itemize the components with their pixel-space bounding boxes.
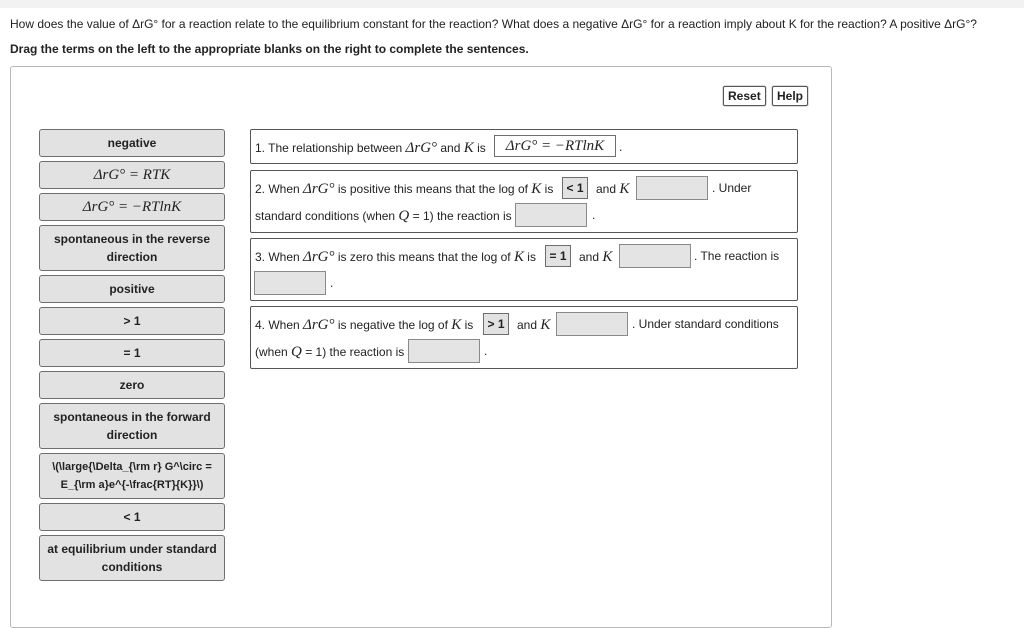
sentence-4-under: . Under standard conditions xyxy=(632,317,779,331)
and-word: and xyxy=(579,250,600,264)
delta-g-symbol: ΔrG° xyxy=(303,249,335,265)
tile-greater-than-1[interactable]: > 1 xyxy=(39,307,225,335)
tile-spontaneous-reverse[interactable]: spontaneous in the reverse direction xyxy=(39,225,225,271)
tile-less-than-1[interactable]: < 1 xyxy=(39,503,225,531)
sentence-2-part-g: = 1) the reaction is xyxy=(409,209,512,223)
sentence-1-filled-blank[interactable]: ΔrG° = −RTlnK xyxy=(494,135,616,157)
sentence-2-under: . Under xyxy=(712,181,752,195)
k-symbol: K xyxy=(463,140,474,156)
sentence-4-filled-blank[interactable]: > 1 xyxy=(483,313,509,335)
help-button[interactable]: Help xyxy=(772,86,809,106)
sentence-1-end: . xyxy=(619,140,623,154)
sentence-3-reaction-is: . The reaction is xyxy=(694,249,780,263)
tile-zero[interactable]: zero xyxy=(39,371,225,399)
sentence-3-end: . xyxy=(330,276,334,290)
tile-equation-rtk[interactable]: ΔrG° = RTK xyxy=(39,161,225,189)
reset-button[interactable]: Reset xyxy=(723,86,766,106)
sentence-4-blank-reaction[interactable] xyxy=(408,339,480,363)
sentence-1-part-a: 1. The relationship between xyxy=(255,141,406,155)
and-word: and xyxy=(596,182,617,196)
tile-equation-rtlnk[interactable]: ΔrG° = −RTlnK xyxy=(39,193,225,221)
sentence-2-text: 2. When ΔrG° is positive this means that… xyxy=(255,181,553,198)
sentence-2-part-f: standard conditions (when xyxy=(255,209,399,223)
sentence-3-part-c: is xyxy=(523,250,536,264)
sentence-3-box xyxy=(250,238,798,301)
sentence-4-part-f: (when xyxy=(255,345,292,359)
top-strip xyxy=(0,0,1024,8)
sentence-3-blank-k[interactable] xyxy=(619,244,691,268)
delta-g-symbol: ΔrG° xyxy=(303,317,335,333)
delta-g-symbol: ΔrG° xyxy=(405,140,438,156)
sentence-2-part-b: is positive this means that the log of xyxy=(334,182,532,196)
sentence-4-blank-k[interactable] xyxy=(556,312,628,336)
tile-positive[interactable]: positive xyxy=(39,275,225,303)
sentence-3-and: and K xyxy=(579,249,612,266)
sentence-2-end: . xyxy=(592,208,596,222)
delta-g-symbol: ΔrG° xyxy=(303,181,335,197)
sentence-2-blank-k[interactable] xyxy=(636,176,708,200)
tile-negative[interactable]: negative xyxy=(39,129,225,157)
tile-raw-latex[interactable]: \(\large{\Delta_{\rm r} G^\circ = E_{\rm… xyxy=(39,453,225,499)
k-symbol: K xyxy=(513,249,524,265)
sentence-4-part-c: is xyxy=(461,318,474,332)
sentence-1-part-c: is xyxy=(473,141,486,155)
question-text: How does the value of ΔrG° for a reactio… xyxy=(10,17,977,31)
sentence-3-blank-reaction[interactable] xyxy=(254,271,326,295)
sentence-4-line2: (when Q = 1) the reaction is xyxy=(255,344,404,361)
sentence-3-part-a: 3. When xyxy=(255,250,304,264)
sentence-3-filled-blank[interactable]: = 1 xyxy=(545,245,571,267)
sentence-3-text: 3. When ΔrG° is zero this means that the… xyxy=(255,249,536,266)
sentence-4-box xyxy=(250,306,798,369)
sentence-4-part-a: 4. When xyxy=(255,318,304,332)
and-word: and xyxy=(517,318,538,332)
sentence-4-text: 4. When ΔrG° is negative the log of K is xyxy=(255,317,473,334)
k-symbol: K xyxy=(451,317,462,333)
sentence-2-part-a: 2. When xyxy=(255,182,304,196)
k-symbol: K xyxy=(540,317,551,333)
sentence-4-part-g: = 1) the reaction is xyxy=(301,345,405,359)
sentence-2-and: and K xyxy=(596,181,629,198)
instruction-text: Drag the terms on the left to the approp… xyxy=(10,42,529,56)
sentence-4-end: . xyxy=(484,344,488,358)
sentence-2-line2: standard conditions (when Q = 1) the rea… xyxy=(255,208,512,225)
sentence-2-part-c: is xyxy=(541,182,554,196)
sentence-1-text: 1. The relationship between ΔrG° and K i… xyxy=(255,140,486,157)
k-symbol: K xyxy=(619,181,630,197)
tile-at-equilibrium[interactable]: at equilibrium under standard conditions xyxy=(39,535,225,581)
q-symbol: Q xyxy=(291,344,302,360)
sentence-1-part-b: and xyxy=(437,141,464,155)
sentence-4-and: and K xyxy=(517,317,550,334)
sentence-2-blank-reaction[interactable] xyxy=(515,203,587,227)
sentence-2-filled-blank[interactable]: < 1 xyxy=(562,177,588,199)
sentence-3-part-b: is zero this means that the log of xyxy=(334,250,514,264)
sentence-4-part-b: is negative the log of xyxy=(334,318,452,332)
k-symbol: K xyxy=(531,181,542,197)
k-symbol: K xyxy=(602,249,613,265)
tile-equal-1[interactable]: = 1 xyxy=(39,339,225,367)
q-symbol: Q xyxy=(398,208,410,224)
tile-spontaneous-forward[interactable]: spontaneous in the forward direction xyxy=(39,403,225,449)
